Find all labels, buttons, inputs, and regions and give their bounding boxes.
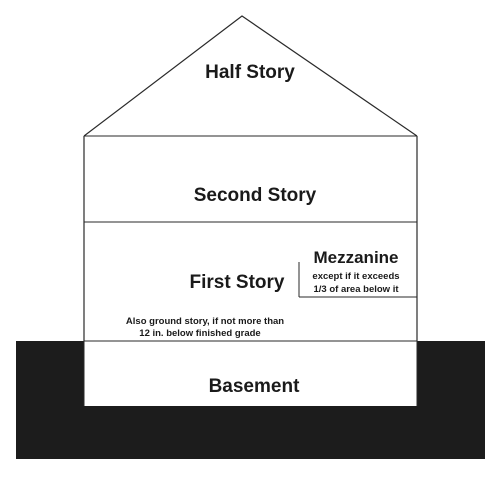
basement-label: Basement <box>209 376 300 397</box>
second-story-label: Second Story <box>194 185 317 206</box>
basement-box <box>84 341 417 406</box>
mezzanine-note-line1: except if it exceeds <box>312 271 399 282</box>
first-story-label: First Story <box>189 272 284 293</box>
mezzanine-note-line2: 1/3 of area below it <box>314 284 400 295</box>
ground-note-line2: 12 in. below finished grade <box>139 328 260 339</box>
roof-outline <box>83 15 418 137</box>
ground-note-line1: Also ground story, if not more than <box>126 316 284 327</box>
mezzanine-label: Mezzanine <box>313 248 398 267</box>
half-story-label: Half Story <box>205 62 295 83</box>
